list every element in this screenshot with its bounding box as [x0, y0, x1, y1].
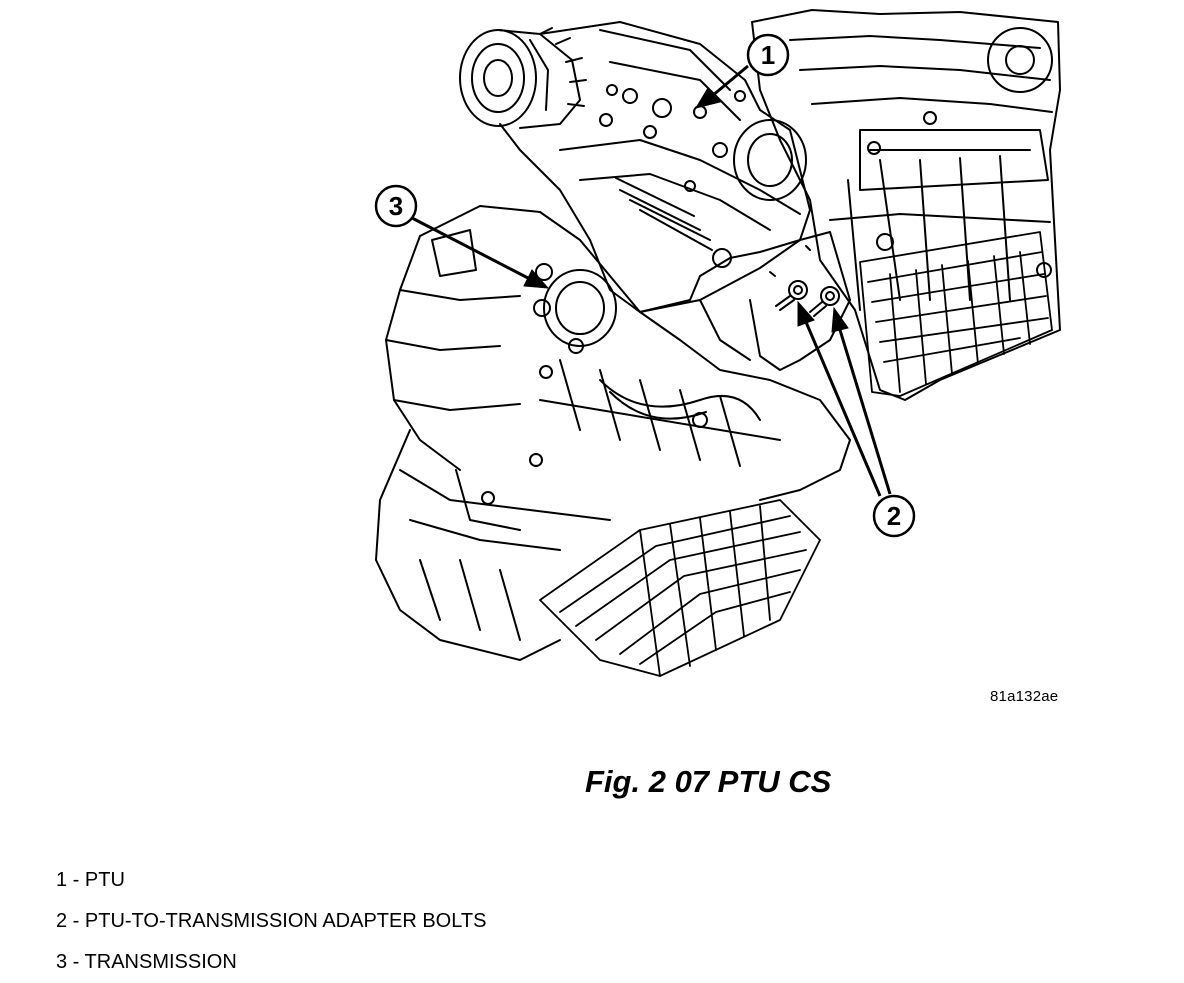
callout-2: 2: [872, 494, 916, 538]
parts-legend: 1 - PTU 2 - PTU-TO-TRANSMISSION ADAPTER …: [56, 860, 486, 983]
engine-oil-pan: [859, 231, 1053, 397]
callout-2-leaders: [797, 300, 892, 497]
ptu-unit: [459, 21, 811, 313]
legend-item: 2 - PTU-TO-TRANSMISSION ADAPTER BOLTS: [56, 910, 487, 932]
transmission: [375, 205, 851, 661]
legend-item: 3 - TRANSMISSION: [56, 951, 237, 973]
adapter-plate: [639, 231, 851, 371]
ptu-transmission-illustration: 1 2 3: [374, 9, 1061, 677]
adapter-bolts: [775, 280, 840, 317]
callout-3: 3: [374, 184, 418, 228]
callout-3-leader: [411, 216, 550, 289]
engine-block: [751, 9, 1061, 401]
callout-1-leader: [694, 64, 749, 109]
callout-3-label: 3: [389, 191, 403, 221]
legend-item: 1 - PTU: [56, 869, 125, 891]
callout-2-label: 2: [887, 501, 901, 531]
figure-title: Fig. 2 07 PTU CS: [585, 764, 832, 799]
transmission-oil-pan: [539, 499, 821, 677]
callout-1-label: 1: [761, 40, 775, 70]
callout-1: 1: [746, 33, 790, 77]
image-code: 81a132ae: [990, 688, 1059, 705]
